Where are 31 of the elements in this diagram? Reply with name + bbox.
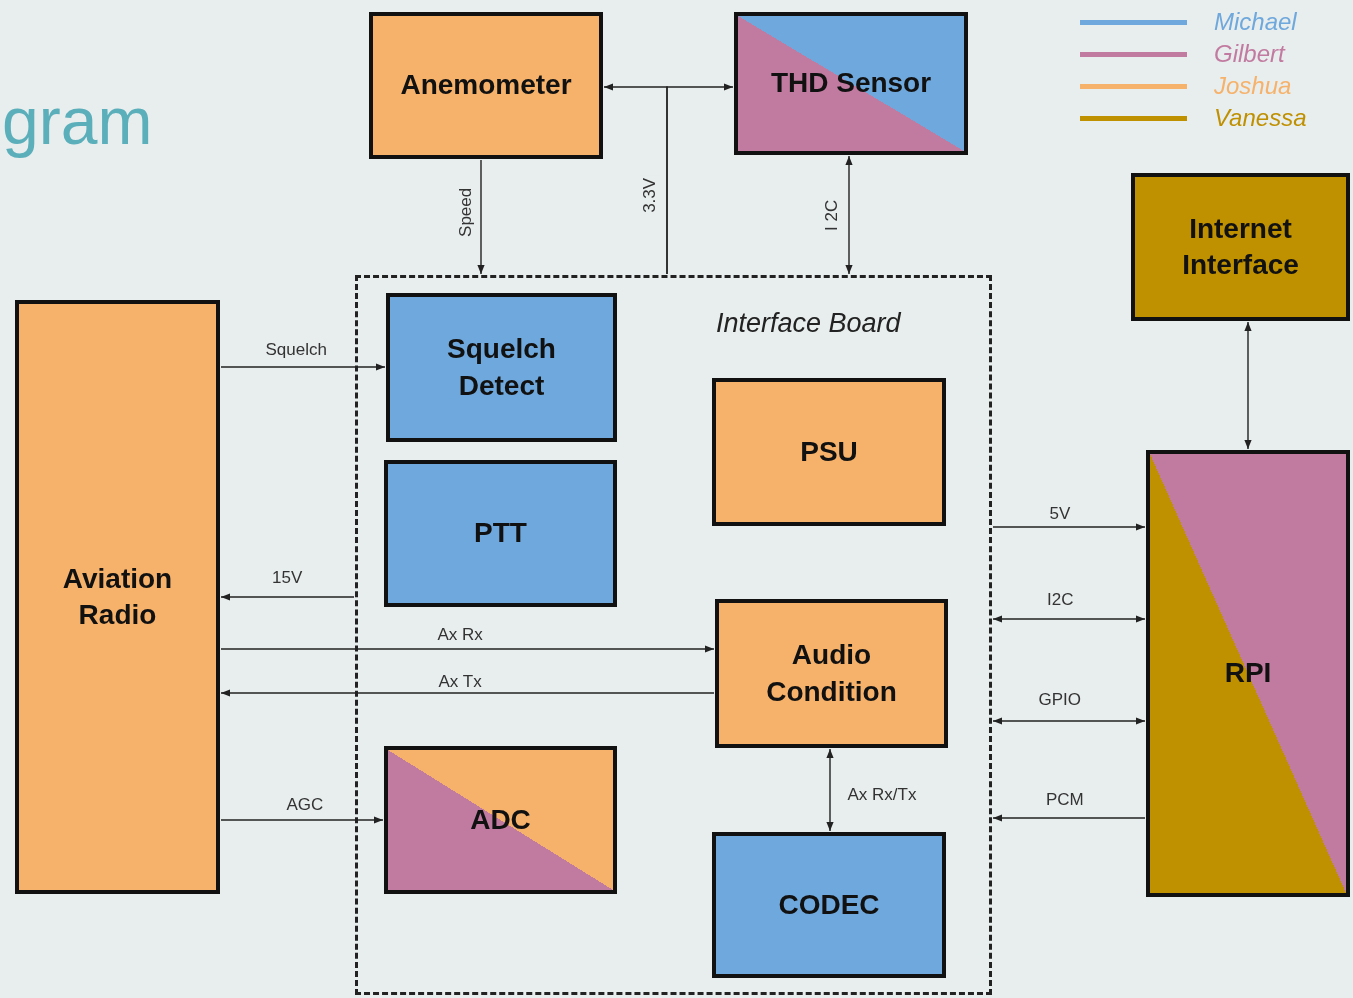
radio-box: Aviation Radio — [15, 300, 220, 894]
module-box: ADC — [384, 746, 617, 894]
arrow — [220, 593, 355, 601]
arrow — [220, 689, 715, 697]
module-box: Audio Condition — [715, 599, 948, 748]
arrow — [220, 363, 386, 371]
module-box: CODEC — [712, 832, 946, 978]
arrow — [1244, 321, 1252, 450]
arrow — [477, 159, 485, 275]
arrow — [992, 615, 1146, 623]
legend-label: Gilbert — [1214, 42, 1285, 66]
arrow — [992, 717, 1146, 725]
arrow — [220, 645, 715, 653]
arrow — [992, 523, 1146, 531]
board-outline — [355, 275, 992, 995]
module-box: PSU — [712, 378, 946, 526]
interface-box: Internet Interface — [1131, 173, 1350, 321]
arrow — [845, 155, 853, 275]
module-box: Squelch Detect — [386, 293, 617, 442]
sensor-box: Anemometer — [369, 12, 603, 159]
arrow — [666, 83, 734, 275]
legend-label: Joshua — [1214, 74, 1292, 98]
board-label: Interface Board — [716, 308, 901, 339]
legend-label: Vanessa — [1214, 106, 1307, 130]
arrow — [992, 814, 1146, 822]
arrow — [220, 816, 384, 824]
sensor-box: THD Sensor — [734, 12, 968, 155]
module-box: PTT — [384, 460, 617, 607]
legend-label: Michael — [1214, 10, 1297, 34]
arrow — [826, 748, 834, 832]
edge-label: Squelch — [263, 340, 329, 360]
